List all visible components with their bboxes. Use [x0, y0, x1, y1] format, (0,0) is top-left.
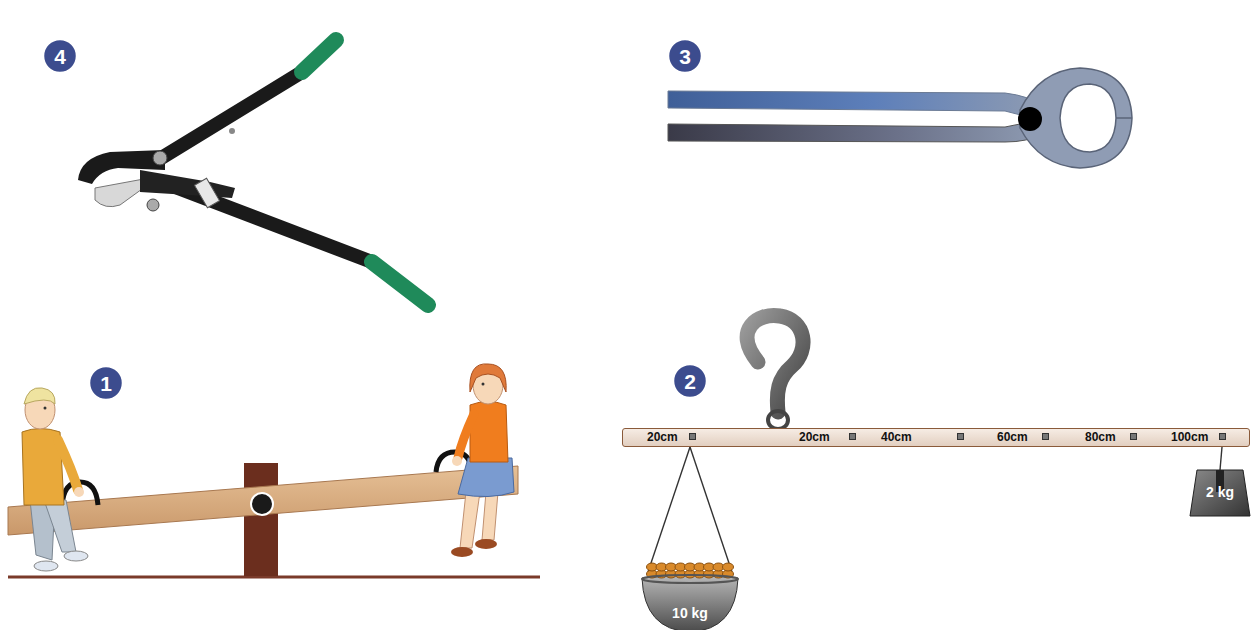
pan-rim	[642, 575, 738, 583]
suspension-hook	[747, 315, 803, 429]
fulcrum-pivot	[251, 493, 273, 515]
pincer-arm	[668, 120, 1042, 142]
distance-label: 20cm	[647, 429, 678, 445]
girl-leg	[482, 492, 498, 540]
shears-handle	[158, 72, 302, 160]
callout-number: 3	[667, 38, 703, 74]
boy-hand	[74, 487, 84, 497]
pincer-arm	[668, 91, 1042, 120]
callout-number: 4	[54, 46, 66, 67]
boy-hair	[24, 388, 55, 404]
hanging-string	[690, 447, 732, 572]
boy-leg	[44, 500, 76, 552]
boy-eye	[44, 407, 47, 410]
hook-shape	[747, 315, 803, 412]
hanging-string	[648, 447, 690, 572]
girl-skirt	[458, 458, 514, 497]
boy-shoe	[34, 561, 58, 571]
pan-shape	[640, 572, 740, 630]
seesaw-plank	[8, 466, 518, 535]
girl-leg	[460, 492, 480, 548]
nut	[723, 563, 734, 571]
shears-pivot	[147, 199, 159, 211]
callout-circle	[668, 39, 702, 73]
callout-number: 1	[100, 373, 112, 394]
pincers	[668, 68, 1132, 168]
girl-figure	[451, 364, 514, 557]
girl-arm	[458, 414, 474, 458]
distance-label: 60cm	[997, 429, 1028, 445]
pincer-pivot	[1018, 107, 1042, 131]
girl-shoe	[475, 539, 497, 549]
distance-label: 20cm	[799, 429, 830, 445]
shears-grip	[372, 262, 428, 305]
seesaw	[8, 364, 540, 577]
girl-eye	[482, 383, 485, 386]
boy-shoe	[64, 551, 88, 561]
callout-number: 2	[684, 371, 696, 392]
hook-ring	[768, 411, 788, 429]
girl-hair	[470, 364, 506, 392]
shears-spring	[194, 178, 219, 208]
weight-block: 2 kg	[1190, 470, 1250, 516]
pincer-jaw-gap	[1116, 117, 1132, 119]
pruning-shears	[78, 40, 428, 305]
scale-mark	[1130, 433, 1137, 440]
lever-beam: 20cm 20cm 40cm 60cm 80cm 100cm	[622, 428, 1250, 447]
scale-mark	[1219, 433, 1226, 440]
callout-circle	[43, 39, 77, 73]
boy-figure	[22, 388, 88, 571]
scale-mark	[957, 433, 964, 440]
callout-number: 4	[42, 38, 78, 74]
scale-mark	[689, 433, 696, 440]
shears-rivet	[229, 128, 235, 134]
weight-body	[1190, 470, 1250, 516]
shears-handle	[170, 185, 372, 262]
boy-arm	[58, 440, 78, 490]
callout-circle	[89, 366, 123, 400]
distance-label: 100cm	[1171, 429, 1208, 445]
distance-label: 80cm	[1085, 429, 1116, 445]
mass-label: 2 kg	[1190, 484, 1250, 500]
scale-mark	[1042, 433, 1049, 440]
callout-number: 2	[672, 363, 708, 399]
callout-number: 1	[88, 365, 124, 401]
distance-label: 40cm	[881, 429, 912, 445]
callout-number: 3	[679, 46, 691, 67]
girl-hand	[452, 456, 462, 466]
pan-body	[642, 576, 738, 630]
girl-shoe	[451, 547, 473, 557]
callout-circle	[673, 364, 707, 398]
shears-linkage	[140, 170, 235, 198]
hanging-string	[1220, 447, 1222, 470]
weighing-pan: 10 kg	[640, 572, 740, 630]
shears-grip	[302, 40, 336, 72]
mass-label: 10 kg	[640, 605, 740, 621]
shears-pivot	[153, 151, 167, 165]
fulcrum-post	[244, 463, 278, 576]
scale-mark	[849, 433, 856, 440]
